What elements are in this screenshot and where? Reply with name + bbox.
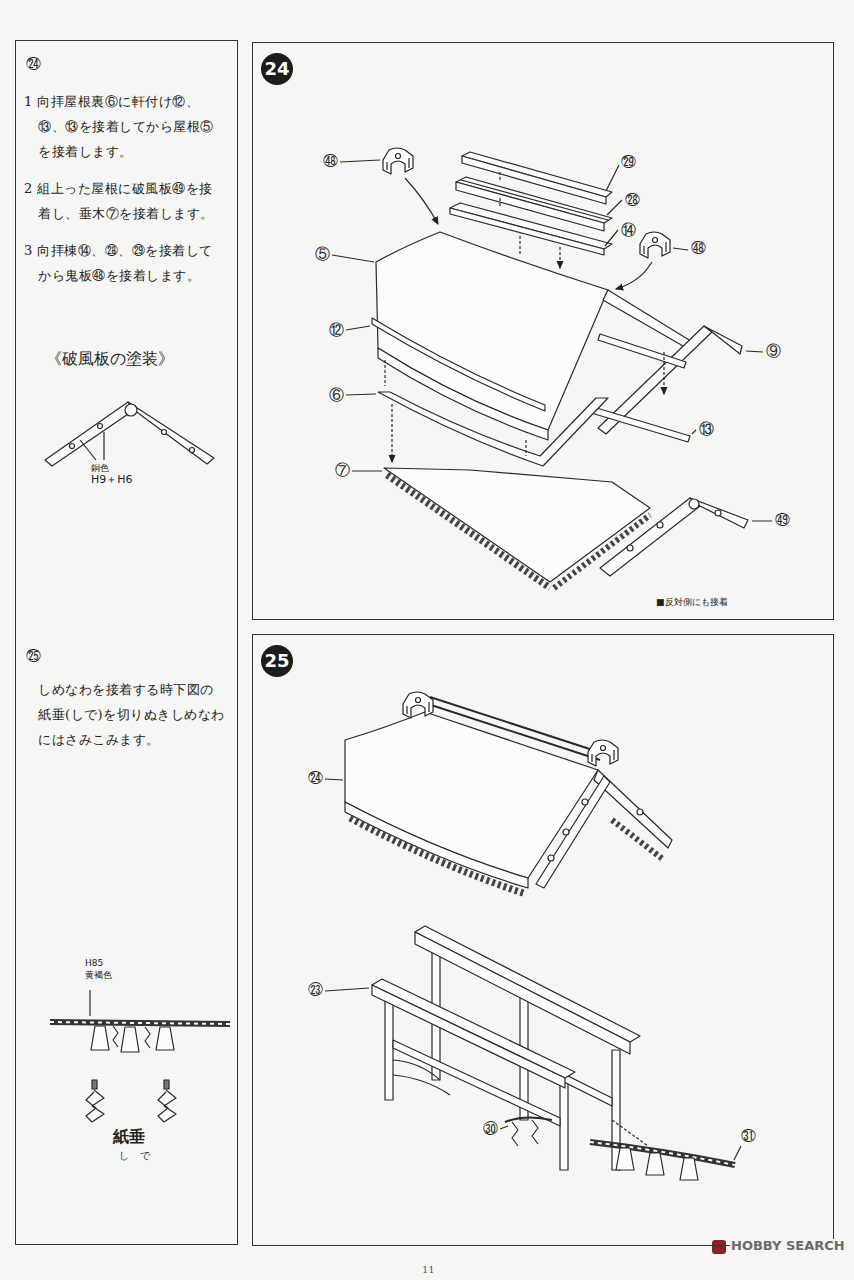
- callout-number: ㉓: [307, 982, 324, 999]
- callout-number: ⑬: [698, 421, 715, 438]
- callout-number: ㉘: [624, 192, 641, 209]
- page-number: 11: [421, 1264, 436, 1276]
- callout-number: ㉔: [307, 770, 324, 787]
- callout-number: ⑦: [334, 462, 351, 479]
- callout-number: ㉙: [620, 154, 637, 171]
- callout-number: ⑫: [328, 322, 345, 339]
- callout-number: ⑨: [765, 343, 782, 360]
- callout-number: ⑥: [328, 387, 345, 404]
- watermark: HOBBY SEARCH: [730, 1239, 846, 1254]
- color-code: H85: [84, 958, 104, 968]
- step-panel: 25: [252, 634, 834, 1246]
- note-text: ■反対側にも接着: [655, 597, 729, 607]
- step-column: ㉔ 1 向拝屋根裏⑥に軒付け⑫、⑬、⑬を接着してから屋根⑤を接着します。 2 組上っ…: [15, 40, 238, 1245]
- reading-text: し で: [118, 1150, 155, 1162]
- callout-number: ㊽: [322, 153, 339, 170]
- callout-number: ㊾: [774, 512, 791, 529]
- color-note: 銅色: [90, 463, 110, 473]
- instruction-text: 3 向拝棟⑭、㉘、㉙を接着してから鬼板㊽を接着します。: [24, 238, 224, 288]
- instruction-text: 2 組上った屋根に破風板㊾を接着し、垂木⑦を接着します。: [24, 176, 224, 226]
- callout-number: ⑤: [314, 246, 331, 263]
- instruction-text: 1 向拝屋根裏⑥に軒付け⑫、⑬、⑬を接着してから屋根⑤を接着します。: [24, 89, 224, 164]
- callout-number: ㉛: [740, 1128, 757, 1145]
- color-code: H9＋H6: [90, 474, 134, 487]
- step-number: ㉔: [26, 55, 41, 73]
- color-note: 黄褐色: [84, 970, 113, 980]
- step-badge: 25: [261, 645, 293, 677]
- part-name: 紙垂: [112, 1128, 146, 1146]
- callout-number: ⑭: [620, 222, 637, 239]
- step-number: ㉕: [26, 647, 41, 665]
- instruction-text: しめなわを接着する時下図の紙垂(しで)を切りぬきしめなわにはさみこみます。: [38, 677, 226, 752]
- text-column: 1 向拝屋根裏⑥に軒付け⑫、⑬、⑬を接着してから屋根⑤を接着します。 2 組上った…: [24, 89, 224, 300]
- step-badge: 24: [261, 53, 293, 85]
- section-heading: 《破風板の塗装》: [46, 349, 174, 368]
- callout-number: ㊽: [690, 240, 707, 257]
- callout-number: ㉚: [482, 1121, 499, 1138]
